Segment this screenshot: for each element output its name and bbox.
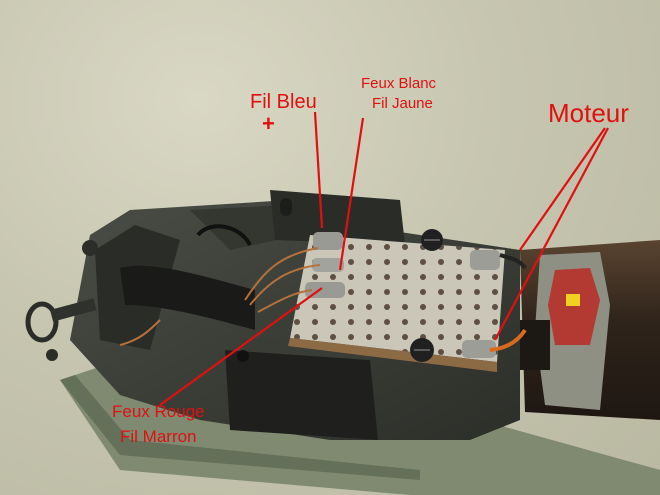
label-feux-rouge: Feux Rouge — [112, 402, 205, 421]
orange-wire — [489, 328, 527, 352]
black-wire — [499, 253, 527, 270]
motor — [520, 240, 660, 420]
label-feux-blanc: Feux Blanc — [361, 75, 437, 92]
label-fil-jaune: Fil Jaune — [372, 95, 433, 112]
decoder-board — [288, 229, 505, 372]
label-plus: + — [262, 111, 275, 136]
coupler — [25, 240, 98, 361]
label-moteur: Moteur — [548, 98, 629, 128]
annotation-lines — [159, 111, 609, 406]
black-cable — [120, 224, 255, 330]
label-fil-bleu: Fil Bleu — [250, 91, 317, 113]
copper-wires — [119, 247, 321, 346]
label-fil-marron: Fil Marron — [120, 427, 197, 446]
